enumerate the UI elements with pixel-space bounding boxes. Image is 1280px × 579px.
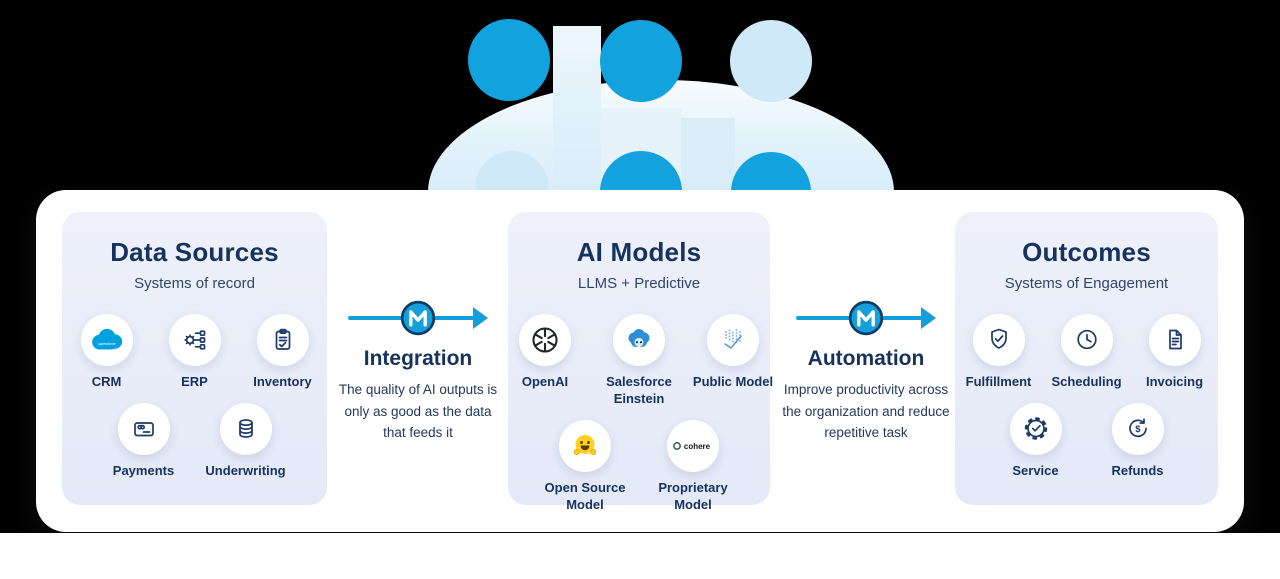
icon-circle xyxy=(219,402,272,455)
svg-text:$: $ xyxy=(1135,424,1141,435)
icon-row: Fulfillment Scheduling xyxy=(960,314,1214,391)
item-openai: OpenAI xyxy=(503,314,587,391)
item-label: Fulfillment xyxy=(965,374,1032,389)
icon-circle: cohere xyxy=(667,419,719,472)
icon-circle: salesforce xyxy=(80,314,133,366)
item-refunds: $ Refunds xyxy=(1099,402,1177,480)
refund-dollar-icon: $ xyxy=(1128,418,1147,438)
item-label: Payments xyxy=(112,462,175,478)
shield-check-icon xyxy=(990,328,1007,349)
item-label: ERP xyxy=(181,374,208,389)
item-open-source-model: Open Source Model xyxy=(543,419,627,514)
item-salesforce-einstein: Salesforce Einstein xyxy=(597,314,681,408)
icon-circle: $ xyxy=(1111,402,1164,455)
connector-integration: Integration The quality of AI outputs is… xyxy=(337,298,499,444)
gear-list-icon xyxy=(183,330,205,350)
openai-icon xyxy=(532,327,558,353)
item-label: Invoicing xyxy=(1145,374,1204,389)
icon-row: Service $ Refunds xyxy=(997,402,1177,480)
item-inventory: Inventory xyxy=(244,314,322,391)
item-scheduling: Scheduling xyxy=(1048,314,1126,391)
item-fulfillment: Fulfillment xyxy=(960,314,1038,391)
cohere-logo: cohere xyxy=(673,442,711,451)
icon-circle xyxy=(613,314,665,366)
arrow-head xyxy=(921,307,936,329)
panel-title: AI Models xyxy=(576,237,702,267)
item-proprietary-model: cohere Proprietary Model xyxy=(651,419,735,514)
item-public-model: Public Model xyxy=(691,314,775,391)
item-label: OpenAI xyxy=(521,374,569,389)
panel-title: Data Sources xyxy=(110,237,279,267)
connector-description: Improve productivity across the organiza… xyxy=(782,382,950,441)
predictive-dots-icon xyxy=(724,329,742,349)
automation-arrow xyxy=(796,298,936,338)
item-payments: Payments xyxy=(105,402,183,480)
item-service: Service xyxy=(997,402,1075,480)
item-label: Open Source Model xyxy=(544,479,626,512)
icon-circle xyxy=(117,402,170,455)
svg-text:salesforce: salesforce xyxy=(98,342,115,346)
decorative-band xyxy=(681,118,735,190)
icon-circle xyxy=(972,314,1025,366)
item-label: Salesforce Einstein xyxy=(606,374,672,406)
mulesoft-logo xyxy=(400,300,436,336)
database-icon xyxy=(238,419,253,438)
connector-title: Integration xyxy=(363,347,473,370)
item-label: Underwriting xyxy=(205,462,286,478)
item-label: Service xyxy=(1012,462,1059,478)
panel-title: Outcomes xyxy=(1022,237,1151,267)
item-erp: ERP xyxy=(156,314,234,391)
panel-ai-models: AI Models LLMS + Predictive xyxy=(508,212,773,512)
clock-icon xyxy=(1076,329,1097,350)
mulesoft-logo xyxy=(848,300,884,336)
integration-arrow xyxy=(348,298,488,338)
item-label: Proprietary Model xyxy=(658,479,728,512)
invoice-document-icon xyxy=(1168,329,1182,350)
icon-circle xyxy=(707,314,759,366)
salesforce-cloud-icon: salesforce xyxy=(91,328,122,350)
item-label: Inventory xyxy=(253,374,312,389)
icon-circle xyxy=(559,419,611,472)
bottom-strip xyxy=(0,533,1280,579)
clipboard-check-icon xyxy=(275,328,290,350)
hugging-face-icon xyxy=(573,434,597,455)
panel-subtitle: Systems of record xyxy=(134,275,255,292)
arrow-head xyxy=(473,307,488,329)
icon-circle xyxy=(168,314,221,366)
icon-row: Open Source Model cohere Proprietary Mod… xyxy=(543,419,735,514)
panel-subtitle: LLMS + Predictive xyxy=(577,275,701,292)
connector-title: Automation xyxy=(807,347,925,370)
panel-outcomes: Outcomes Systems of Engagement Fulfillme… xyxy=(955,212,1218,505)
icon-row: OpenAI Salesforce Einstein xyxy=(503,314,775,408)
icon-row: Payments Underwriting xyxy=(105,402,286,480)
panel-subtitle: Systems of Engagement xyxy=(1004,275,1169,292)
decorative-band xyxy=(553,26,601,190)
icon-row: salesforce CRM xyxy=(68,314,322,391)
svg-text:cohere: cohere xyxy=(684,442,711,451)
credit-card-icon xyxy=(133,422,154,437)
connector-description: The quality of AI outputs is only as goo… xyxy=(338,382,498,441)
icon-circle xyxy=(256,314,309,366)
icon-circle xyxy=(519,314,571,366)
item-label: Scheduling xyxy=(1051,374,1122,389)
item-invoicing: Invoicing xyxy=(1136,314,1214,391)
item-label: CRM xyxy=(91,374,122,389)
item-label: Refunds xyxy=(1111,462,1164,478)
decorative-circle xyxy=(468,19,550,101)
einstein-icon xyxy=(628,329,650,347)
icon-circle xyxy=(1009,402,1062,455)
gear-check-icon xyxy=(1024,417,1047,440)
icon-circle xyxy=(1148,314,1201,366)
connector-automation: Automation Improve productivity across t… xyxy=(782,298,950,444)
panel-data-sources: Data Sources Systems of record salesforc… xyxy=(62,212,327,505)
icon-circle xyxy=(1060,314,1113,366)
decorative-circle xyxy=(730,20,812,102)
item-crm: salesforce CRM xyxy=(68,314,146,391)
decorative-circle xyxy=(600,20,682,102)
item-label: Public Model xyxy=(692,374,774,389)
item-underwriting: Underwriting xyxy=(205,402,286,480)
